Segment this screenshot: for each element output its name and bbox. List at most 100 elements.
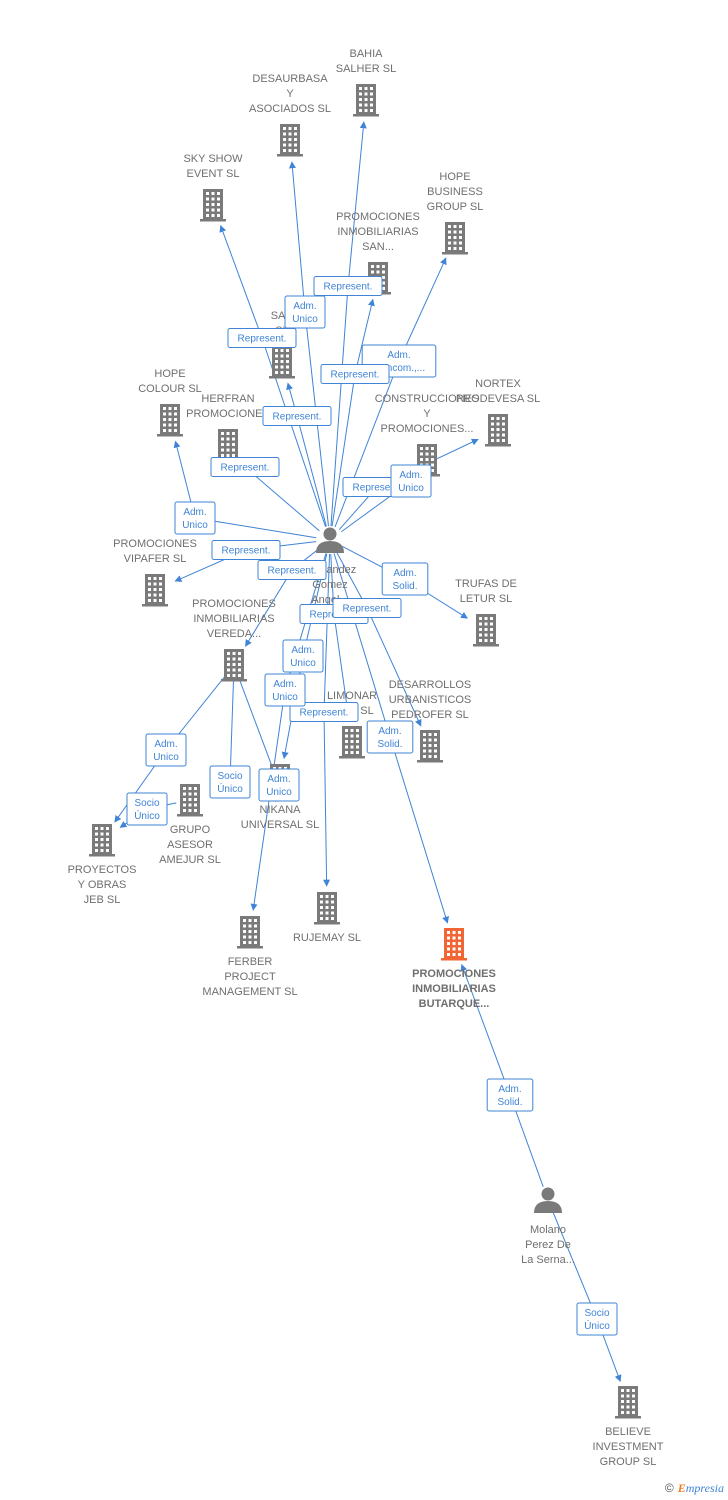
node-label: NIKANA [260, 804, 302, 816]
edge-badge-fernandez-vereda[interactable]: Represent. [257, 560, 327, 580]
edge-badge-text: Represent. [343, 604, 392, 615]
node-label: PROMOCIONES [336, 211, 420, 223]
edge-badge-text: Represent. [324, 282, 373, 293]
edge-badge-text: Represent. [238, 334, 287, 345]
brand-logo[interactable]: Empresia [677, 1481, 724, 1495]
edge-badge-vereda-jeb[interactable]: Adm.Unico [145, 733, 187, 767]
edge-badge-fernandez-skyshow[interactable]: Represent. [227, 328, 297, 348]
edge-badge-text: Represent. [331, 370, 380, 381]
node-label: BAHIA [349, 48, 383, 60]
node-label: GRUPO [170, 824, 211, 836]
edge-badge-text: Socio [134, 798, 159, 809]
edge-badge-fernandez-desaurbasa[interactable]: Adm.Unico [284, 295, 326, 329]
node-label: INMOBILIARIAS [337, 226, 418, 238]
edge-badge-text: Unico [292, 314, 318, 325]
edge-badge-text: Socio [584, 1308, 609, 1319]
edge-badge-text: Unico [266, 787, 292, 798]
building-icon [177, 784, 203, 817]
edge-badge-fernandez-san[interactable]: Represent. [262, 406, 332, 426]
node-vereda[interactable]: PROMOCIONESINMOBILIARIASVEREDA... [192, 598, 276, 682]
edge-badge-fernandez-hopecolour[interactable]: Adm.Unico [174, 501, 216, 535]
edge-badge-fernandez-ferber[interactable]: Adm.Unico [264, 673, 306, 707]
building-icon [200, 189, 226, 222]
edge-badge-text: Socio [217, 771, 242, 782]
edge-badge-vereda-nikana[interactable]: Adm.Unico [258, 768, 300, 802]
edge-badge-box [174, 501, 216, 535]
node-label: ASESOR [167, 839, 213, 851]
edge-badge-box [258, 768, 300, 802]
edge-badge-molano-butarque[interactable]: Adm.Solid. [486, 1078, 534, 1112]
node-label: Gomez [312, 579, 347, 591]
edge-badge-text: Único [134, 809, 160, 822]
edge-badge-box [262, 406, 332, 426]
node-label: UNIVERSAL SL [241, 819, 319, 831]
building-icon [277, 124, 303, 157]
edge-badge-fernandez-butarque[interactable]: Adm.Solid. [366, 720, 414, 754]
node-label: BUTARQUE... [419, 998, 490, 1010]
edge-badge-text: Unico [398, 483, 424, 494]
building-icon [615, 1386, 641, 1419]
node-butarque[interactable]: PROMOCIONESINMOBILIARIASBUTARQUE... [412, 928, 496, 1010]
edge-badge-fernandez-construcciones[interactable]: Adm.Unico [390, 464, 432, 498]
edge-badge-text: Mancom.,... [373, 363, 425, 374]
node-label: ASOCIADOS SL [249, 103, 331, 115]
building-icon [314, 892, 340, 925]
node-label: DESARROLLOS [389, 679, 472, 691]
edge-badge-text: Represent. [273, 412, 322, 423]
building-icon [473, 614, 499, 647]
edge-badge-fernandez-trufas[interactable]: Adm.Solid. [381, 562, 429, 596]
node-rujemay[interactable]: RUJEMAY SL [293, 892, 361, 944]
edge-badge-fernandez-promosan[interactable]: Represent. [320, 364, 390, 384]
node-label: PEDROFER SL [391, 709, 469, 721]
edge-badge-text: Adm. [387, 350, 410, 361]
building-icon [237, 916, 263, 949]
edge-badge-box [126, 792, 168, 826]
node-label: FERBER [228, 956, 273, 968]
edge-badge-fernandez-vipafer[interactable]: Represent. [211, 540, 281, 560]
building-icon [142, 574, 168, 607]
node-label: INMOBILIARIAS [412, 983, 496, 995]
edge-badge-box [284, 295, 326, 329]
node-label: NORTEX [475, 378, 521, 390]
edge-badge-text: Único [217, 782, 243, 795]
edge-badge-text: Adm. [378, 726, 401, 737]
edge-badge-text: Adm. [183, 507, 206, 518]
node-label: BUSINESS [427, 186, 483, 198]
edge-badge-fernandez-herfran[interactable]: Represent. [210, 457, 280, 477]
node-construcciones[interactable]: CONSTRUCCIONESYPROMOCIONES... [375, 393, 480, 477]
edge-badge-text: Represent. [353, 483, 402, 494]
edge-badge-text: Solid. [392, 581, 417, 592]
edge-badge-fernandez-rujemay[interactable]: Represent. [289, 702, 359, 722]
edge-badges-layer: Represent.Adm.UnicoRepresent.Adm.Mancom.… [126, 276, 618, 1336]
edge-badge-text: Represent. [222, 546, 271, 557]
building-icon [221, 649, 247, 682]
node-label: PROMOCIONES [192, 598, 276, 610]
node-label: HOPE [439, 171, 470, 183]
edge-badge-fernandez-pedrofer[interactable]: Represent. [332, 598, 402, 618]
node-label: CONSTRUCCIONES [375, 393, 480, 405]
building-icon [417, 730, 443, 763]
node-label: PROMOCIONES... [381, 423, 474, 435]
edge-badge-fernandez-nikana[interactable]: Adm.Unico [282, 639, 324, 673]
edge-badge-fernandez-bahia[interactable]: Represent. [313, 276, 383, 296]
edge-badge-text: Represent. [221, 463, 270, 474]
